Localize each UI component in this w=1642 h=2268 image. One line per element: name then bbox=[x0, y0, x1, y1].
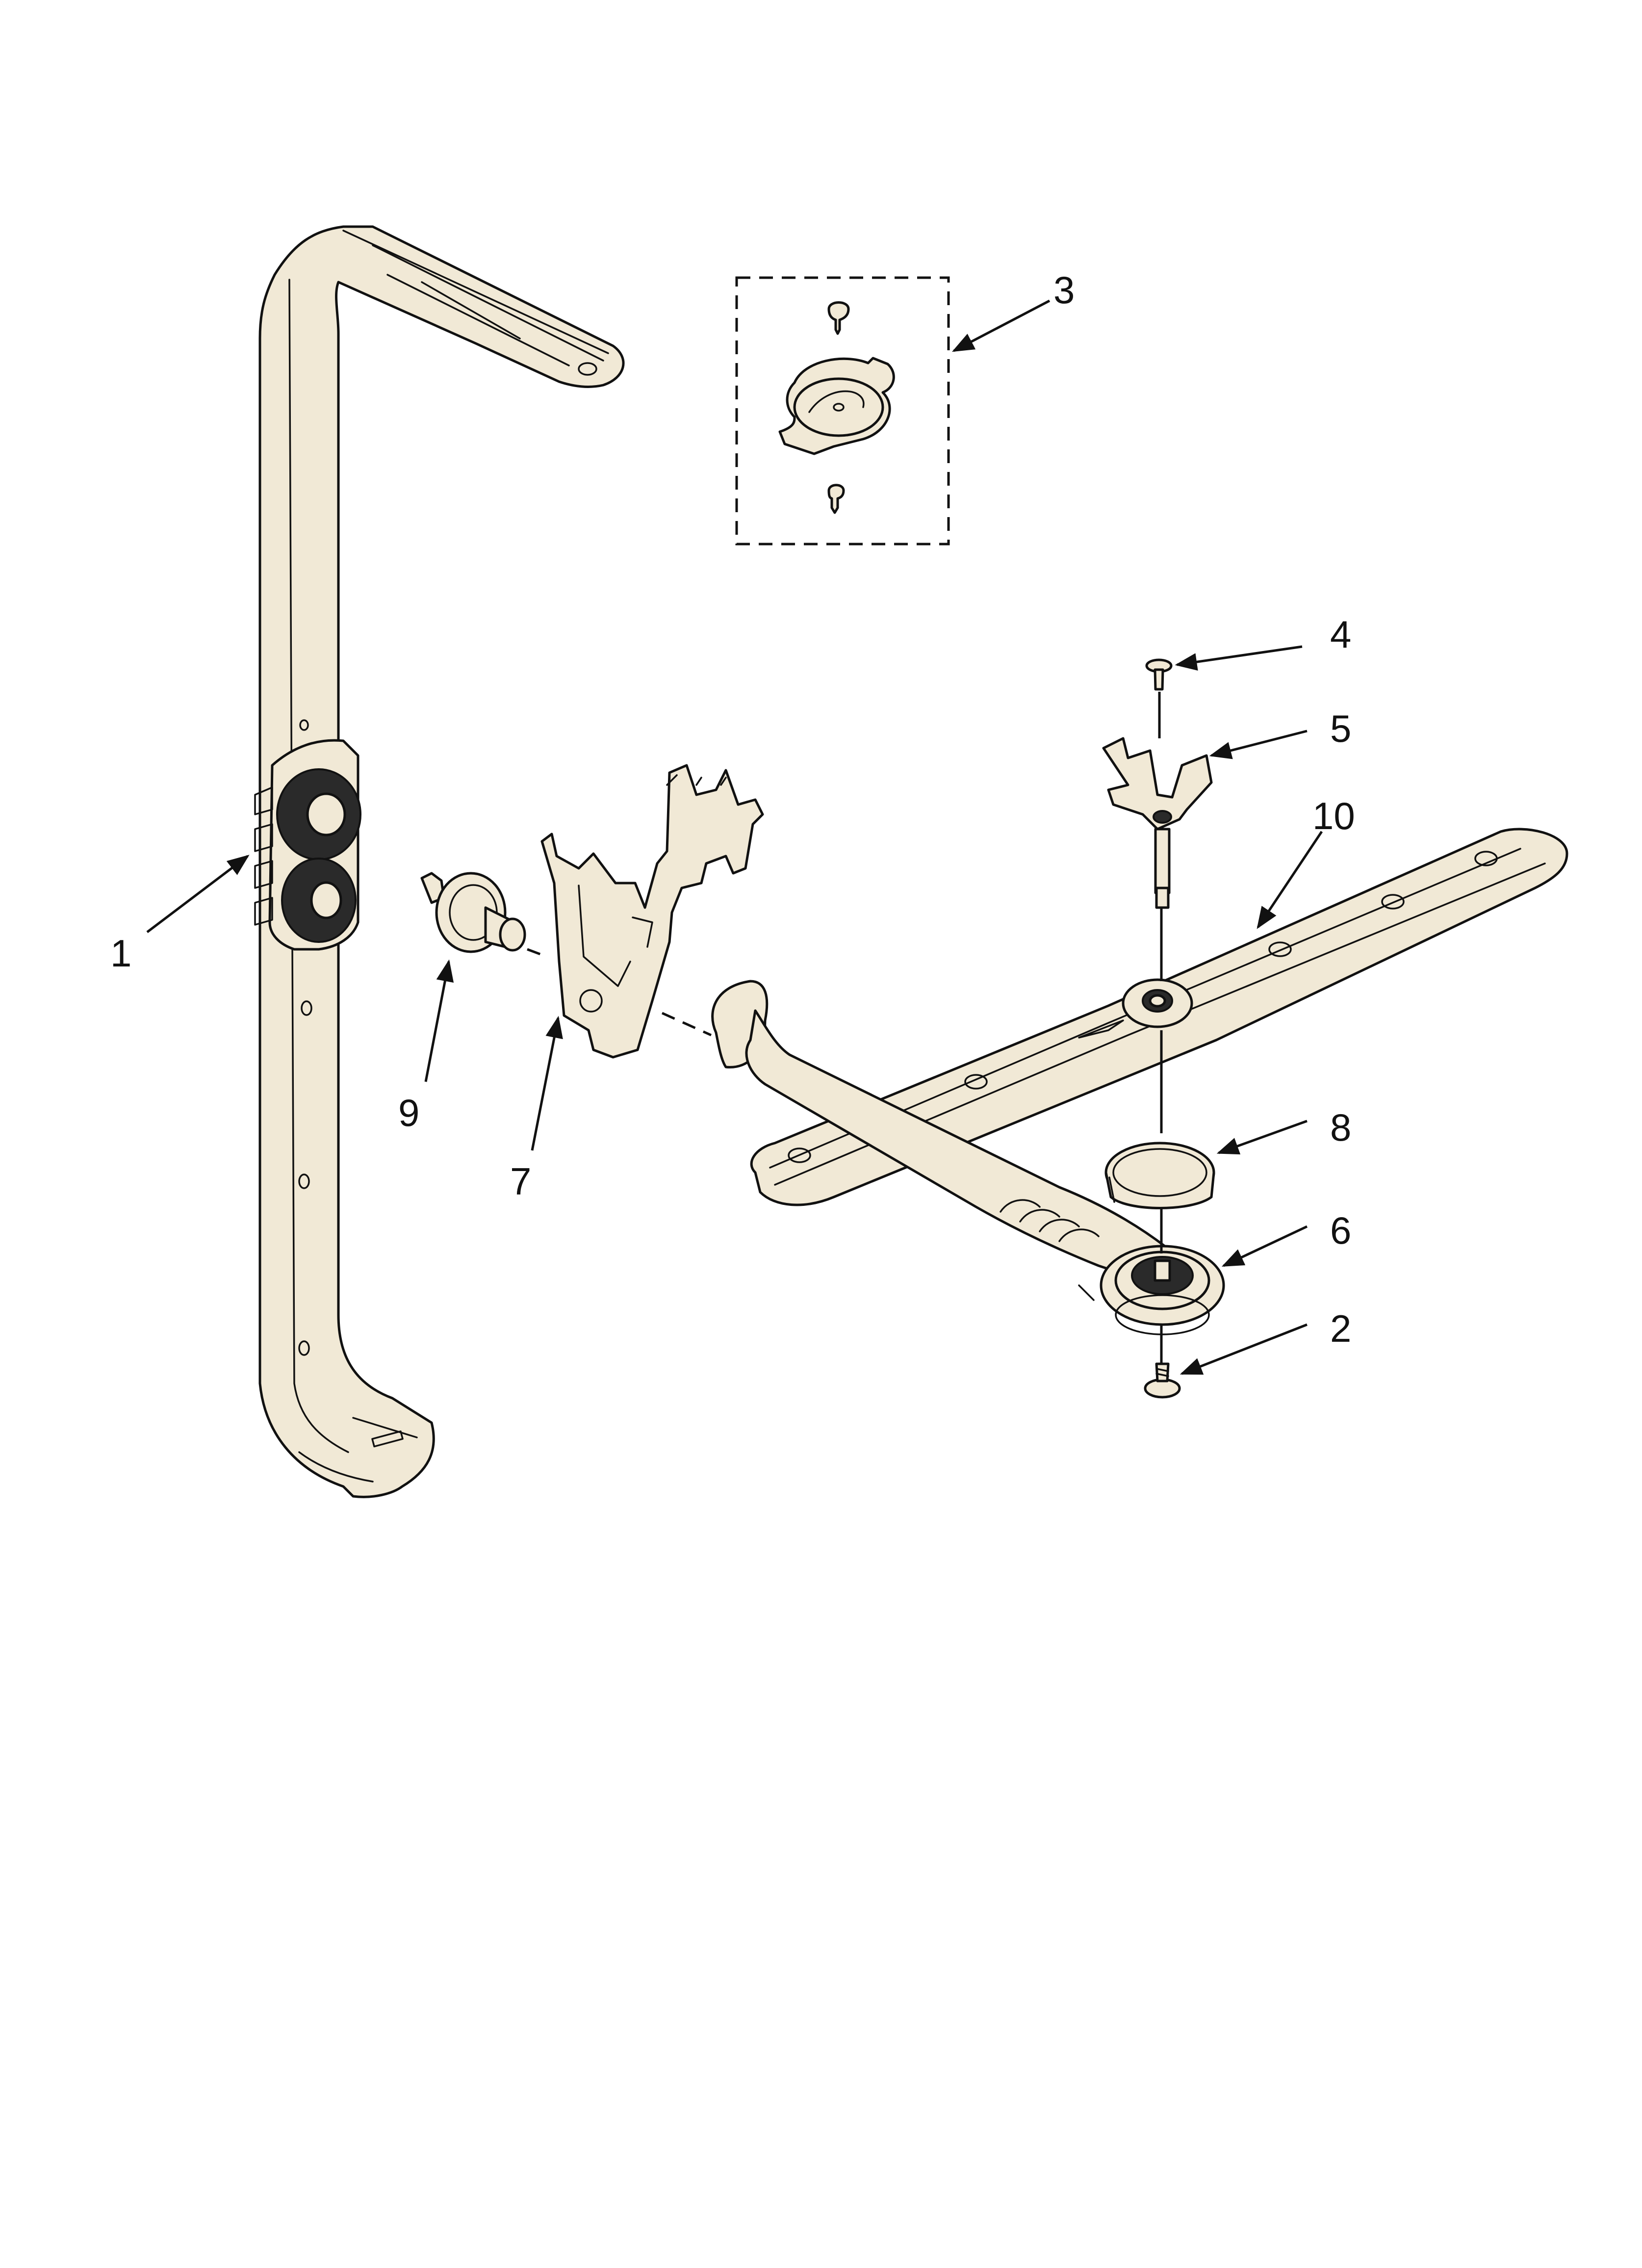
callout-2: 2 bbox=[1330, 1307, 1351, 1350]
callout-1: 1 bbox=[110, 932, 131, 975]
part-3-bearing-kit bbox=[735, 276, 950, 546]
part-6-manifold-base bbox=[1100, 1245, 1225, 1335]
part-7-bracket bbox=[540, 764, 764, 1059]
part-8-ring bbox=[1104, 1142, 1215, 1209]
callout-7: 7 bbox=[510, 1160, 531, 1203]
part-1-supply-tube bbox=[254, 225, 625, 1498]
callout-leaders bbox=[146, 299, 1323, 1375]
part-4-screw bbox=[1145, 658, 1173, 691]
callout-9: 9 bbox=[398, 1091, 419, 1134]
callout-6: 6 bbox=[1330, 1209, 1351, 1252]
callout-4: 4 bbox=[1330, 613, 1351, 656]
callout-8: 8 bbox=[1330, 1106, 1351, 1149]
part-5-clip bbox=[1102, 737, 1213, 909]
part-10-spray-arm bbox=[750, 828, 1568, 1206]
part-9-nozzle bbox=[420, 872, 526, 953]
callout-3: 3 bbox=[1053, 268, 1075, 312]
callout-10: 10 bbox=[1312, 794, 1355, 837]
part-2-screw bbox=[1144, 1362, 1181, 1399]
callout-5: 5 bbox=[1330, 707, 1351, 750]
